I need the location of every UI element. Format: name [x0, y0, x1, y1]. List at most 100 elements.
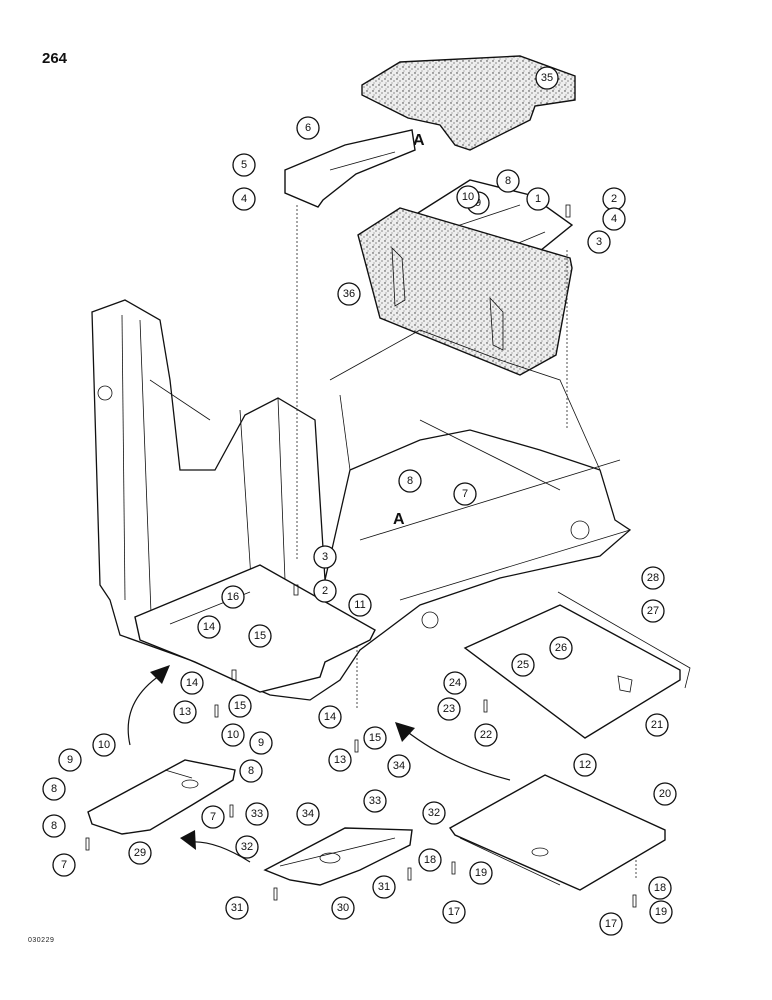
- callout-2: 2: [602, 187, 626, 211]
- callout-label: 23: [443, 703, 455, 715]
- callout-label: 33: [251, 808, 263, 820]
- callout-35: 35: [535, 66, 559, 90]
- callout-label: 9: [67, 754, 73, 766]
- callout-24: 24: [443, 671, 467, 695]
- callout-30: 30: [331, 896, 355, 920]
- callout-32: 32: [422, 801, 446, 825]
- callout-label: 19: [475, 867, 487, 879]
- insulation-pad-36: [357, 207, 573, 376]
- callout-8: 8: [398, 469, 422, 493]
- callout-label: 28: [647, 572, 659, 584]
- callout-label: 1: [535, 193, 541, 205]
- callout-label: 34: [393, 760, 405, 772]
- callout-15: 15: [228, 694, 252, 718]
- callout-label: 14: [324, 711, 336, 723]
- callout-17: 17: [442, 900, 466, 924]
- callout-label: 15: [234, 700, 246, 712]
- bottom-plate-12: [448, 774, 666, 891]
- callout-label: 5: [241, 159, 247, 171]
- callout-32: 32: [235, 835, 259, 859]
- view-marker-a-frame: A: [393, 511, 405, 528]
- callout-9: 9: [249, 731, 273, 755]
- callout-label: 2: [611, 193, 617, 205]
- callout-17: 17: [599, 912, 623, 936]
- callout-15: 15: [248, 624, 272, 648]
- side-plate-21: [463, 591, 691, 739]
- callout-19: 19: [649, 900, 673, 924]
- callout-16: 16: [221, 585, 245, 609]
- callout-14: 14: [197, 615, 221, 639]
- callout-label: 15: [369, 732, 381, 744]
- callout-label: 4: [241, 193, 247, 205]
- callout-29: 29: [128, 841, 152, 865]
- callout-label: 10: [98, 739, 110, 751]
- bottom-plate-29: [87, 759, 236, 835]
- callout-19: 19: [469, 861, 493, 885]
- callout-7: 7: [52, 853, 76, 877]
- callout-18: 18: [648, 876, 672, 900]
- callout-label: 6: [305, 122, 311, 134]
- callout-label: 9: [475, 197, 481, 209]
- callout-label: 31: [378, 881, 390, 893]
- insulation-pad-35: [361, 55, 576, 151]
- callout-8: 8: [42, 814, 66, 838]
- callout-33: 33: [245, 802, 269, 826]
- callout-label: 33: [369, 795, 381, 807]
- callout-34: 34: [387, 754, 411, 778]
- callout-33: 33: [363, 789, 387, 813]
- callout-label: 12: [579, 759, 591, 771]
- callout-label: 34: [302, 808, 314, 820]
- callout-label: 7: [61, 859, 67, 871]
- callout-11: 11: [348, 593, 372, 617]
- page-number: 264: [42, 50, 68, 67]
- callout-15: 15: [363, 726, 387, 750]
- callout-label: 7: [210, 811, 216, 823]
- callout-label: 27: [647, 605, 659, 617]
- callout-label: 10: [227, 729, 239, 741]
- callout-label: 8: [407, 475, 413, 487]
- callout-label: 21: [651, 719, 663, 731]
- callout-14: 14: [318, 705, 342, 729]
- callout-6: 6: [296, 116, 320, 140]
- callout-label: 3: [322, 551, 328, 563]
- callout-34: 34: [296, 802, 320, 826]
- fasteners: [85, 204, 637, 908]
- callout-label: 22: [480, 729, 492, 741]
- callout-27: 27: [641, 599, 665, 623]
- callout-label: 3: [596, 236, 602, 248]
- callout-label: 7: [462, 488, 468, 500]
- callout-label: 9: [258, 737, 264, 749]
- callout-label: 24: [449, 677, 461, 689]
- callout-10: 10: [221, 723, 245, 747]
- callout-21: 21: [645, 713, 669, 737]
- callout-label: 8: [248, 765, 254, 777]
- callout-label: 2: [322, 585, 328, 597]
- callout-12: 12: [573, 753, 597, 777]
- document-code: 030229: [28, 937, 55, 944]
- assembly-arrows: [127, 665, 511, 863]
- callout-label: 15: [254, 630, 266, 642]
- callout-7: 7: [453, 482, 477, 506]
- callout-10: 10: [92, 733, 116, 757]
- callout-label: 8: [51, 820, 57, 832]
- callout-label: 10: [462, 191, 474, 203]
- callout-label: 14: [203, 621, 215, 633]
- callout-label: 31: [231, 902, 243, 914]
- callout-label: 36: [343, 288, 355, 300]
- cover-plate-6: A: [284, 129, 425, 208]
- callout-label: 32: [241, 841, 253, 853]
- callout-4: 4: [602, 207, 626, 231]
- callout-25: 25: [511, 653, 535, 677]
- callout-label: 35: [541, 72, 553, 84]
- callout-13: 13: [173, 700, 197, 724]
- callout-label: 18: [654, 882, 666, 894]
- callout-8: 8: [496, 169, 520, 193]
- callout-20: 20: [653, 782, 677, 806]
- callout-14: 14: [180, 671, 204, 695]
- callout-label: 17: [605, 918, 617, 930]
- callout-label: 13: [179, 706, 191, 718]
- callout-28: 28: [641, 566, 665, 590]
- callout-label: 16: [227, 591, 239, 603]
- callout-label: 4: [611, 213, 617, 225]
- callout-label: 14: [186, 677, 198, 689]
